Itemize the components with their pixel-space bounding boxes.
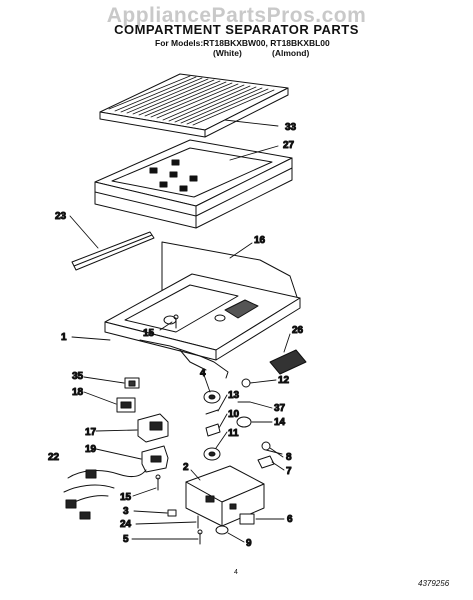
callout-9: 9 (246, 538, 252, 549)
callout-2: 2 (183, 462, 189, 473)
part-27-separator-tray (94, 139, 293, 229)
callout-5: 5 (123, 534, 129, 545)
part-17-control-housing (137, 413, 169, 443)
callout-15-lower: 15 (120, 492, 132, 503)
page-title: COMPARTMENT SEPARATOR PARTS (114, 22, 359, 37)
part-3-clip (167, 509, 177, 517)
callout-6: 6 (287, 514, 293, 525)
callout-27: 27 (283, 140, 295, 151)
part-9-nut (215, 525, 229, 535)
callout-15-upper: 15 (143, 328, 155, 339)
callout-11: 11 (228, 428, 239, 439)
part-1-separator-plate (104, 273, 301, 379)
part-26-duct-cover (269, 349, 307, 375)
callout-10: 10 (228, 409, 240, 420)
callout-16: 16 (254, 235, 266, 246)
leader-lines (69, 119, 291, 543)
part-5-screw (197, 529, 203, 545)
part-15-screw-lower (155, 474, 161, 491)
part-23-trim-strip (71, 231, 155, 271)
callout-23: 23 (55, 211, 67, 222)
callout-35: 35 (72, 371, 84, 382)
callout-13: 13 (228, 390, 240, 401)
document-number: 4379256 (418, 579, 450, 588)
part-14-grommet (236, 416, 252, 428)
callout-33: 33 (285, 122, 297, 133)
callout-26: 26 (292, 325, 304, 336)
part-8-screw (261, 441, 283, 455)
part-4-damper-knob (203, 390, 221, 404)
almond-label: (Almond) (272, 48, 310, 58)
part-33-shelf-grille (99, 73, 289, 138)
models-line: For Models:RT18BKXBW00, RT18BKXBL00 (155, 38, 330, 48)
part-2-damper-housing (185, 465, 265, 527)
part-10-link (205, 423, 221, 437)
part-12-washer (241, 378, 251, 388)
part-11-damper-baffle (203, 447, 221, 461)
part-19-thermostat (141, 445, 169, 473)
part-15-screw-upper (173, 314, 179, 329)
white-label: (White) (213, 48, 242, 58)
callout-17: 17 (85, 427, 97, 438)
watermark: AppliancePartsPros.com (106, 4, 367, 27)
callout-1: 1 (61, 332, 67, 343)
part-13-spring (205, 409, 219, 415)
callout-3: 3 (123, 506, 129, 517)
callout-37: 37 (274, 403, 286, 414)
callout-8: 8 (286, 452, 292, 463)
part-7-tab (257, 455, 275, 469)
part-18-switch (116, 397, 136, 413)
callout-7: 7 (286, 466, 292, 477)
callout-24: 24 (120, 519, 132, 530)
callout-22: 22 (48, 452, 60, 463)
page-number: 4 (234, 569, 238, 576)
callout-19: 19 (85, 444, 97, 455)
part-35-bracket (124, 377, 140, 389)
part-6-connector (239, 513, 255, 525)
callout-4: 4 (200, 368, 206, 379)
callout-14: 14 (274, 417, 286, 428)
callout-18: 18 (72, 387, 84, 398)
part-22-wire-harness (63, 469, 147, 520)
callout-12: 12 (278, 375, 290, 386)
